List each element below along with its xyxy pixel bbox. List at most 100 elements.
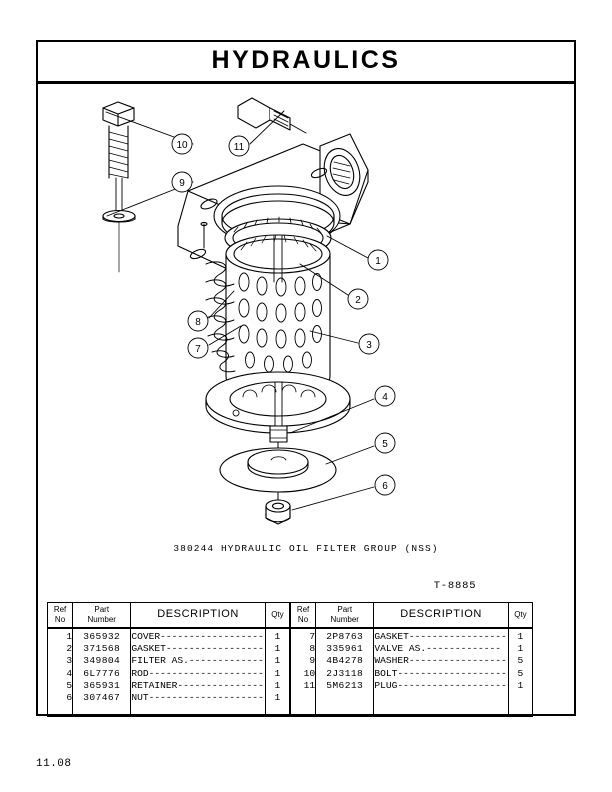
callout-10: 10: [176, 140, 188, 151]
cell-qty: 5: [507, 655, 534, 668]
cell-part-number: 349804: [72, 655, 132, 668]
cell-description: BOLT-------------------: [373, 667, 509, 680]
cell-description: ROD--------------------: [130, 667, 266, 680]
cell-part-number: 4B4278: [315, 655, 375, 668]
cell-ref-no: 6: [46, 692, 74, 705]
cell-description: GASKET-----------------: [130, 643, 266, 656]
cell-ref-no: 10: [289, 667, 317, 680]
table-header-row: Ref No Part Number DESCRIPTION Qty: [46, 602, 291, 629]
cell-qty: 1: [264, 667, 291, 680]
cell-qty: 1: [264, 679, 291, 693]
cell-ref-no: 3: [46, 655, 74, 668]
section-title-banner: HYDRAULICS: [36, 40, 576, 84]
figure-caption: 380244 HYDRAULIC OIL FILTER GROUP (NSS): [173, 543, 439, 554]
header-description: DESCRIPTION: [130, 602, 266, 629]
callout-1: 1: [375, 256, 381, 267]
cell-description: GASKET-----------------: [373, 628, 509, 644]
header-ref-no: Ref No: [289, 602, 317, 629]
table-filler-row: [289, 692, 534, 705]
callout-2: 2: [355, 295, 361, 306]
callout-6: 6: [382, 481, 388, 492]
nut: [265, 499, 291, 525]
cell-qty: 5: [507, 667, 534, 680]
header-ref-line2: No: [297, 614, 309, 624]
cell-description: WASHER-----------------: [373, 655, 509, 668]
callout-11: 11: [234, 142, 245, 153]
cell-ref-no: 7: [289, 628, 317, 644]
cell-ref-no: 2: [46, 643, 74, 656]
cell-description: COVER------------------: [130, 628, 266, 644]
header-ref-line1: Ref: [53, 605, 67, 614]
table-filler-row: [46, 704, 291, 717]
header-ref-no: Ref No: [46, 602, 74, 629]
cell-qty: 1: [507, 628, 534, 644]
cell-qty: 1: [507, 643, 534, 656]
bolt-and-washer-detail: [102, 101, 136, 273]
cell-qty: 1: [507, 679, 534, 693]
cell-qty: 1: [264, 692, 291, 705]
cell-description: VALVE AS.-------------: [373, 643, 509, 656]
cell-description: FILTER AS.-------------: [130, 655, 266, 668]
cell-qty: 1: [264, 655, 291, 668]
header-part-line1: Part: [337, 605, 353, 614]
figure-number: T-8885: [433, 580, 477, 592]
cell-qty: 1: [264, 643, 291, 656]
cell-ref-no: 5: [46, 679, 74, 693]
cell-ref-no: 1: [46, 628, 74, 644]
filter-base-flange: [205, 371, 351, 434]
retainer-disc: [219, 447, 337, 493]
cell-ref-no: 9: [289, 655, 317, 668]
callout-3: 3: [366, 340, 372, 351]
header-qty: Qty: [264, 602, 291, 629]
header-part-line2: Number: [330, 614, 359, 624]
header-ref-line2: No: [54, 614, 66, 624]
cell-part-number: 365931: [72, 679, 132, 693]
cell-part-number: 6L7776: [72, 667, 132, 680]
cell-part-number: 371568: [72, 643, 132, 656]
exploded-view-illustration: 1 2 3 4 5 6 7 8 9 10 11: [38, 86, 574, 556]
cell-ref-no: 4: [46, 667, 74, 680]
plug-detail: [237, 97, 307, 134]
cell-part-number: 335961: [315, 643, 375, 656]
cell-description: PLUG-------------------: [373, 679, 509, 693]
cell-part-number: 2P8763: [315, 628, 375, 644]
table-filler-row: [289, 704, 534, 717]
cell-part-number: 307467: [72, 692, 132, 705]
cell-ref-no: 11: [289, 679, 317, 693]
callout-9: 9: [179, 178, 185, 189]
cell-part-number: 5M6213: [315, 679, 375, 693]
header-part-line2: Number: [87, 614, 116, 624]
cell-part-number: 365932: [72, 628, 132, 644]
page-title: HYDRAULICS: [211, 46, 401, 74]
cell-description: RETAINER---------------: [130, 679, 266, 693]
cell-description: NUT--------------------: [130, 692, 266, 705]
header-ref-line1: Ref: [296, 605, 310, 614]
cell-qty: 1: [264, 628, 291, 644]
page-number: 11.08: [36, 758, 72, 770]
callout-8: 8: [195, 317, 201, 328]
cell-ref-no: 8: [289, 643, 317, 656]
header-part-line1: Part: [94, 605, 110, 614]
header-part-number: Part Number: [72, 602, 132, 629]
callout-5: 5: [382, 439, 388, 450]
callout-4: 4: [382, 392, 388, 403]
header-part-number: Part Number: [315, 602, 375, 629]
callout-7: 7: [195, 344, 201, 355]
table-header-row: Ref No Part Number DESCRIPTION Qty: [289, 602, 534, 629]
header-qty: Qty: [507, 602, 534, 629]
cell-part-number: 2J3118: [315, 667, 375, 680]
header-description: DESCRIPTION: [373, 602, 509, 629]
